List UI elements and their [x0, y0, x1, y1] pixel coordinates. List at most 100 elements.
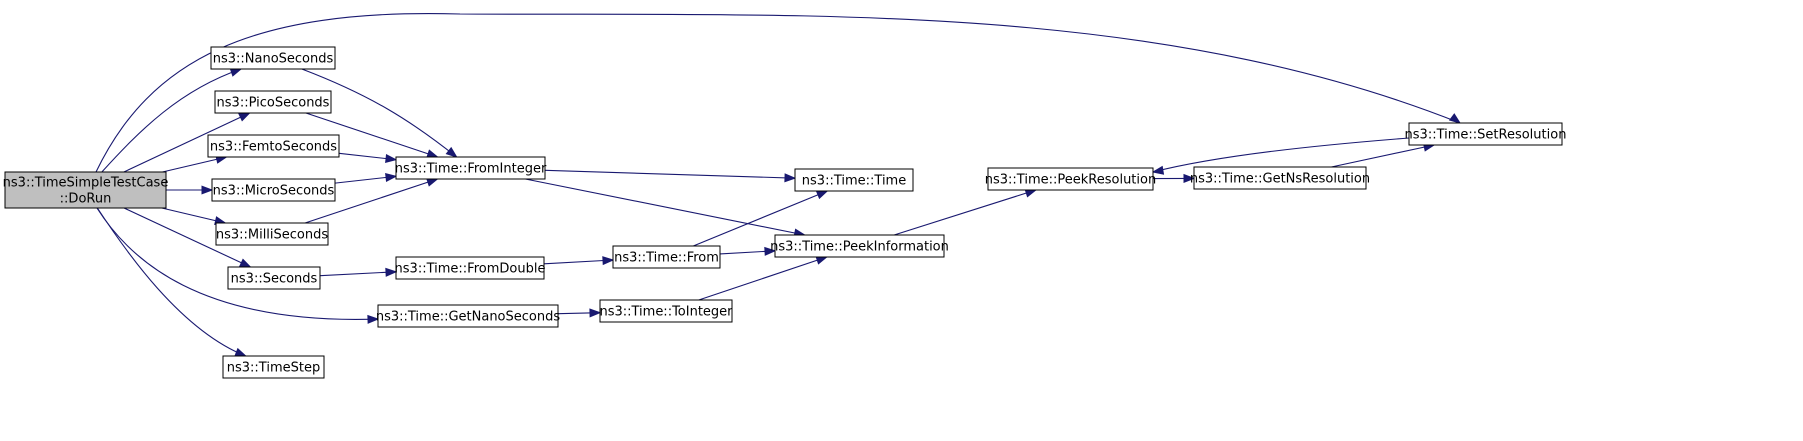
node-box [987, 167, 1154, 191]
node-seconds[interactable]: ns3::Seconds [227, 266, 321, 290]
node-label: ns3::Seconds [231, 272, 318, 287]
edge-line [123, 207, 251, 268]
node-box [395, 256, 545, 280]
node-nano[interactable]: ns3::NanoSeconds [210, 46, 336, 70]
edge-peekinfo-to-peekres [893, 188, 1038, 236]
node-label: ns3::Time::ToInteger [599, 305, 733, 320]
edge-micro-to-frominteger [334, 172, 398, 184]
arrowhead-icon [201, 185, 214, 195]
node-tointeger[interactable]: ns3::Time::ToInteger [599, 299, 733, 323]
edge-seconds-to-fromdouble [319, 267, 398, 277]
node-label: ns3::FemtoSeconds [210, 140, 337, 155]
node-box [1408, 122, 1563, 146]
node-peekinfo[interactable]: ns3::Time::PeekInformation [770, 234, 949, 258]
edge-root-to-milli [161, 207, 227, 225]
edge-peekres-to-getns [1152, 173, 1196, 183]
node-frominteger[interactable]: ns3::Time::FromInteger [395, 156, 547, 180]
edge-getnano-to-tointeger [557, 308, 602, 318]
edge-milli-to-frominteger [304, 178, 439, 224]
edge-fromdouble-to-from [543, 256, 615, 266]
node-box [4, 171, 167, 209]
arrowhead-icon [234, 347, 248, 357]
node-label: ns3::MilliSeconds [216, 228, 329, 243]
arrowhead-icon [385, 267, 398, 277]
node-root[interactable]: ns3::TimeSimpleTestCase::DoRun [3, 171, 169, 209]
edge-frominteger-to-time [544, 169, 797, 183]
node-box [1193, 166, 1367, 190]
node-label: ns3::PicoSeconds [217, 96, 330, 111]
edge-line [95, 12, 1461, 173]
arrowhead-icon [815, 190, 829, 200]
node-label: ns3::Time::FromInteger [395, 162, 547, 177]
edge-root-to-setres [95, 12, 1462, 173]
node-box [599, 299, 733, 323]
node-label: ns3::Time::SetResolution [1405, 128, 1567, 143]
node-label: ns3::Time::PeekResolution [985, 173, 1156, 188]
edge-line [304, 178, 438, 224]
node-getnano[interactable]: ns3::Time::GetNanoSeconds [376, 304, 561, 328]
edge-line [161, 207, 226, 224]
arrowhead-icon [239, 258, 252, 268]
edge-line [893, 189, 1037, 236]
edge-line [101, 68, 242, 173]
edge-root-to-femto [162, 154, 228, 173]
node-label: ns3::TimeStep [227, 361, 320, 376]
edge-line [1331, 144, 1435, 168]
arrowhead-icon [1151, 165, 1165, 175]
node-box [612, 245, 721, 269]
edge-line [301, 68, 457, 158]
node-label: ns3::Time::PeekInformation [770, 240, 949, 255]
node-setres[interactable]: ns3::Time::SetResolution [1405, 122, 1567, 146]
edge-root-to-micro [166, 185, 214, 195]
edge-line [96, 207, 379, 320]
node-peekres[interactable]: ns3::Time::PeekResolution [985, 167, 1156, 191]
arrowhead-icon [385, 154, 398, 164]
arrowhead-icon [426, 149, 439, 158]
node-fromdouble[interactable]: ns3::Time::FromDouble [395, 256, 546, 280]
node-label: ::DoRun [60, 192, 112, 207]
edge-line [123, 112, 250, 173]
node-from[interactable]: ns3::Time::From [612, 245, 721, 269]
node-pico[interactable]: ns3::PicoSeconds [214, 90, 332, 114]
edge-pico-to-frominteger [305, 112, 439, 158]
node-label: ns3::MicroSeconds [213, 184, 335, 199]
edge-setres-to-peekres [1151, 137, 1410, 175]
node-box [222, 355, 325, 379]
node-box [214, 90, 332, 114]
node-time[interactable]: ns3::Time::Time [794, 168, 914, 192]
arrowhead-icon [229, 68, 243, 77]
node-box [207, 134, 340, 158]
node-milli[interactable]: ns3::MilliSeconds [215, 222, 329, 246]
arrowhead-icon [367, 314, 380, 324]
arrowhead-icon [589, 308, 602, 318]
node-label: ns3::Time::GetNsResolution [1190, 172, 1370, 187]
edge-line [162, 156, 227, 173]
node-timestep[interactable]: ns3::TimeStep [222, 355, 325, 379]
node-box [377, 304, 559, 328]
arrowhead-icon [1183, 173, 1196, 183]
node-box [395, 156, 546, 180]
edge-frominteger-to-peekinfo [525, 178, 807, 238]
node-label: ns3::Time::GetNanoSeconds [376, 310, 561, 325]
edge-nano-to-frominteger [301, 68, 458, 158]
node-box [794, 168, 914, 192]
node-label: ns3::Time::Time [802, 174, 906, 189]
edge-line [693, 190, 828, 247]
node-micro[interactable]: ns3::MicroSeconds [211, 178, 336, 202]
edge-from-to-peekinfo [719, 246, 777, 256]
arrowhead-icon [1448, 113, 1462, 124]
edge-getns-to-setres [1331, 142, 1436, 168]
edge-femto-to-frominteger [338, 152, 398, 164]
node-getns[interactable]: ns3::Time::GetNsResolution [1190, 166, 1370, 190]
arrowhead-icon [784, 173, 797, 183]
node-femto[interactable]: ns3::FemtoSeconds [207, 134, 340, 158]
node-label: ns3::Time::From [614, 251, 719, 266]
edge-line [1152, 137, 1410, 173]
edge-line [525, 178, 805, 236]
node-label: ns3::NanoSeconds [213, 52, 334, 67]
edge-line [543, 259, 614, 265]
edge-line [305, 112, 438, 158]
edge-line [319, 271, 397, 277]
arrowhead-icon [426, 178, 439, 187]
